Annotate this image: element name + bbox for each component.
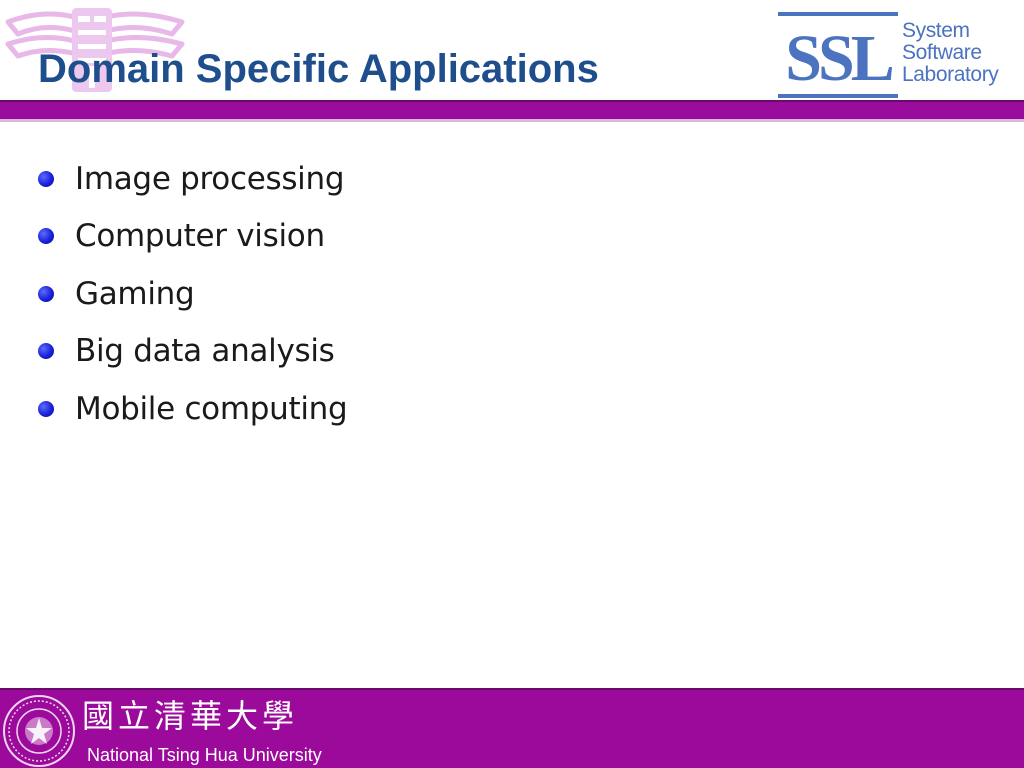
bullet-list: Image processing Computer vision Gaming … [38, 150, 348, 438]
title-accent-bar-shadow [0, 119, 1024, 122]
logo-line-software: Software [902, 41, 982, 64]
university-name-chinese: 國立清華大學 [82, 697, 299, 735]
bullet-dot-icon [38, 343, 54, 360]
university-name-english: National Tsing Hua University [87, 745, 322, 765]
title-accent-bar [0, 100, 1024, 119]
bullet-dot-icon [38, 400, 54, 417]
ssl-logo: SSL System Software Laboratory [778, 12, 1014, 100]
bullet-dot-icon [38, 285, 54, 302]
bullet-text: Big data analysis [75, 333, 335, 370]
svg-text:SSL: SSL [785, 22, 892, 95]
slide-title: Domain Specific Applications [38, 47, 599, 91]
list-item: Image processing [38, 150, 347, 208]
bullet-text: Gaming [75, 275, 195, 312]
footer-bar: 國立清華大學 National Tsing Hua University [0, 688, 1024, 768]
ssl-logo-text: System Software Laboratory [902, 19, 999, 86]
bullet-text: Mobile computing [75, 390, 348, 427]
bullet-text: Image processing [75, 160, 345, 197]
list-item: Computer vision [38, 208, 347, 266]
logo-line-system: System [902, 19, 970, 42]
bullet-text: Computer vision [75, 218, 325, 255]
bullet-dot-icon [38, 170, 54, 187]
logo-line-laboratory: Laboratory [902, 63, 999, 86]
list-item: Gaming [38, 265, 347, 323]
bullet-dot-icon [38, 228, 54, 245]
university-seal-icon [3, 695, 75, 767]
university-emblem-watermark-icon [5, 8, 185, 92]
list-item: Mobile computing [38, 380, 348, 438]
ssl-logo-mark-icon: SSL [778, 12, 898, 98]
list-item: Big data analysis [38, 323, 347, 381]
